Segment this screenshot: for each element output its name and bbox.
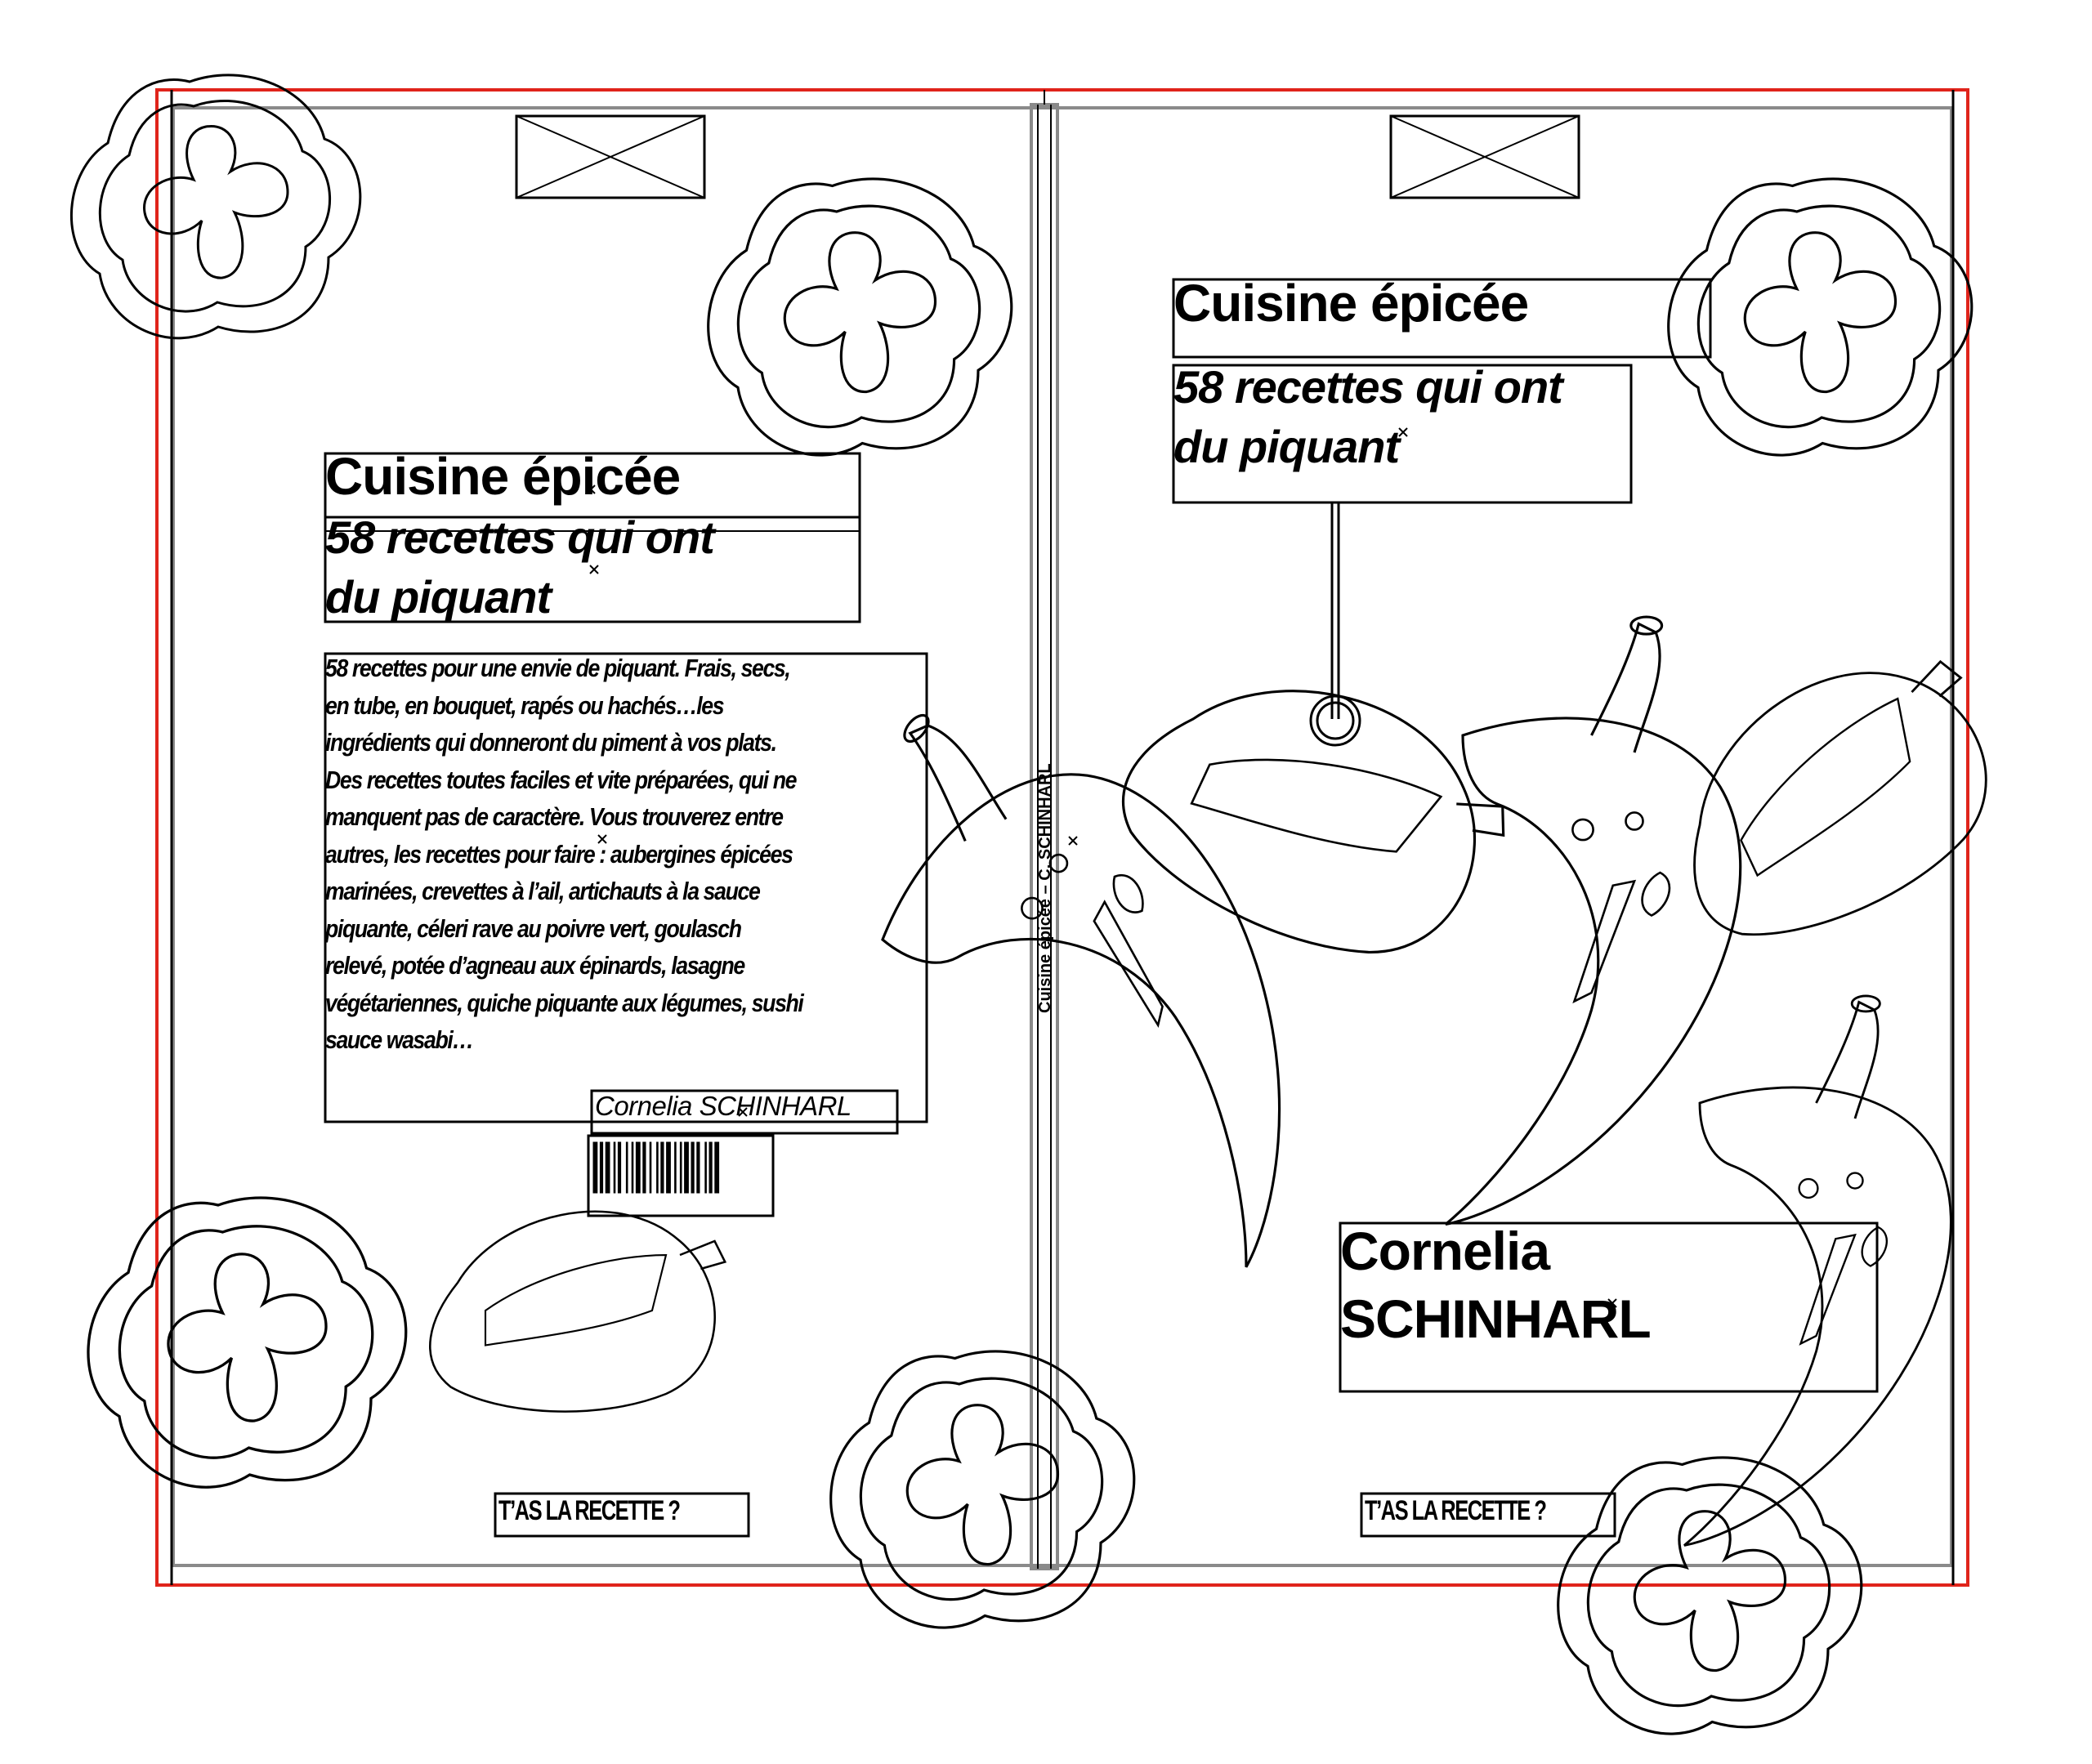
blurb-line: 58 recettes pour une envie de piquant. F…: [325, 654, 791, 682]
barcode-bar: [684, 1141, 689, 1194]
front-subtitle-line1: 58 recettes qui ont: [1173, 361, 1563, 413]
blurb-line: végétariennes, quiche piquante aux légum…: [325, 988, 804, 1017]
blurb-line: marinées, crevettes à l’ail, artichauts …: [325, 877, 761, 905]
blurb-line: ingrédients qui donneront du piment à vo…: [325, 728, 777, 757]
barcode-bar: [625, 1141, 628, 1194]
barcode-bar: [660, 1141, 664, 1194]
blurb-line: sauce wasabi…: [325, 1025, 474, 1054]
spine-text: Cuisine épicée – C. SCHINHARL: [1036, 763, 1054, 1013]
barcode-bar: [649, 1141, 652, 1194]
pepper-slice-icon: [87, 1196, 408, 1489]
bell-pepper-icon: [429, 1210, 726, 1413]
back-subtitle: 58 recettes qui ont du piquant: [325, 508, 860, 627]
barcode-bar: [666, 1141, 671, 1194]
barcode-bar: [656, 1141, 659, 1194]
blurb-line: piquante, céleri rave au poivre vert, go…: [325, 913, 742, 943]
bleed-frame: [155, 88, 1969, 1587]
trim-frame: [172, 106, 1953, 1567]
front-author: Cornelia SCHINHARL: [1340, 1217, 1877, 1352]
pepper-slice-icon: [69, 74, 362, 340]
back-subtitle-line2: du piquant: [325, 570, 552, 623]
front-subtitle-line2: du piquant: [1173, 420, 1400, 472]
barcode-bar: [631, 1141, 634, 1194]
barcode-bar: [605, 1141, 610, 1194]
barcode-bar: [691, 1141, 695, 1194]
chili-pepper-icon: [1444, 615, 1742, 1226]
front-brand: T’AS LA RECETTE ?: [1365, 1495, 1547, 1526]
barcode-bar: [674, 1141, 677, 1194]
image-placeholder-icon: [1389, 114, 1580, 199]
barcode-bar: [613, 1141, 616, 1194]
back-subtitle-line1: 58 recettes qui ont: [325, 511, 715, 563]
blurb-line: relevé, potée d’agneau aux épinards, las…: [325, 951, 745, 980]
pepper-slice-icon: [707, 177, 1013, 457]
back-author: Cornelia SCHINHARL: [595, 1091, 852, 1121]
barcode-bar: [642, 1141, 646, 1194]
barcode-bar: [599, 1141, 604, 1194]
front-author-first: Cornelia: [1340, 1221, 1550, 1281]
barcode-bar: [617, 1141, 622, 1194]
front-subtitle: 58 recettes qui ont du piquant: [1173, 358, 1631, 477]
barcode-bar: [714, 1141, 720, 1194]
blurb-line: autres, les recettes pour faire : auberg…: [325, 839, 793, 869]
back-brand: T’AS LA RECETTE ?: [498, 1495, 681, 1526]
pepper-slice-icon: [1667, 177, 1974, 457]
blurb-line: en tube, en bouquet, rapés ou hachés…les: [325, 690, 725, 720]
barcode-bar: [679, 1141, 682, 1194]
front-author-last: SCHINHARL: [1340, 1288, 1652, 1349]
barcode-bar: [709, 1141, 713, 1194]
barcode-bar: [592, 1141, 598, 1194]
barcode-bar: [704, 1141, 707, 1194]
pepper-slice-icon: [1557, 1456, 1863, 1735]
image-placeholder-icon: [515, 114, 706, 199]
barcode-bar: [696, 1141, 700, 1194]
barcode-icon: [587, 1134, 775, 1217]
bell-pepper-icon: [1093, 623, 1531, 1004]
blurb-line: manquent pas de caractère. Vous trouvere…: [325, 802, 784, 831]
front-title: Cuisine épicée: [1173, 274, 1529, 333]
bell-pepper-icon: [1637, 625, 2033, 971]
back-title: Cuisine épicée: [325, 447, 681, 506]
blurb-line: Des recettes toutes faciles et vite prép…: [325, 765, 797, 794]
barcode-bar: [635, 1141, 641, 1194]
back-blurb: 58 recettes pour une envie de piquant. F…: [325, 650, 924, 1059]
